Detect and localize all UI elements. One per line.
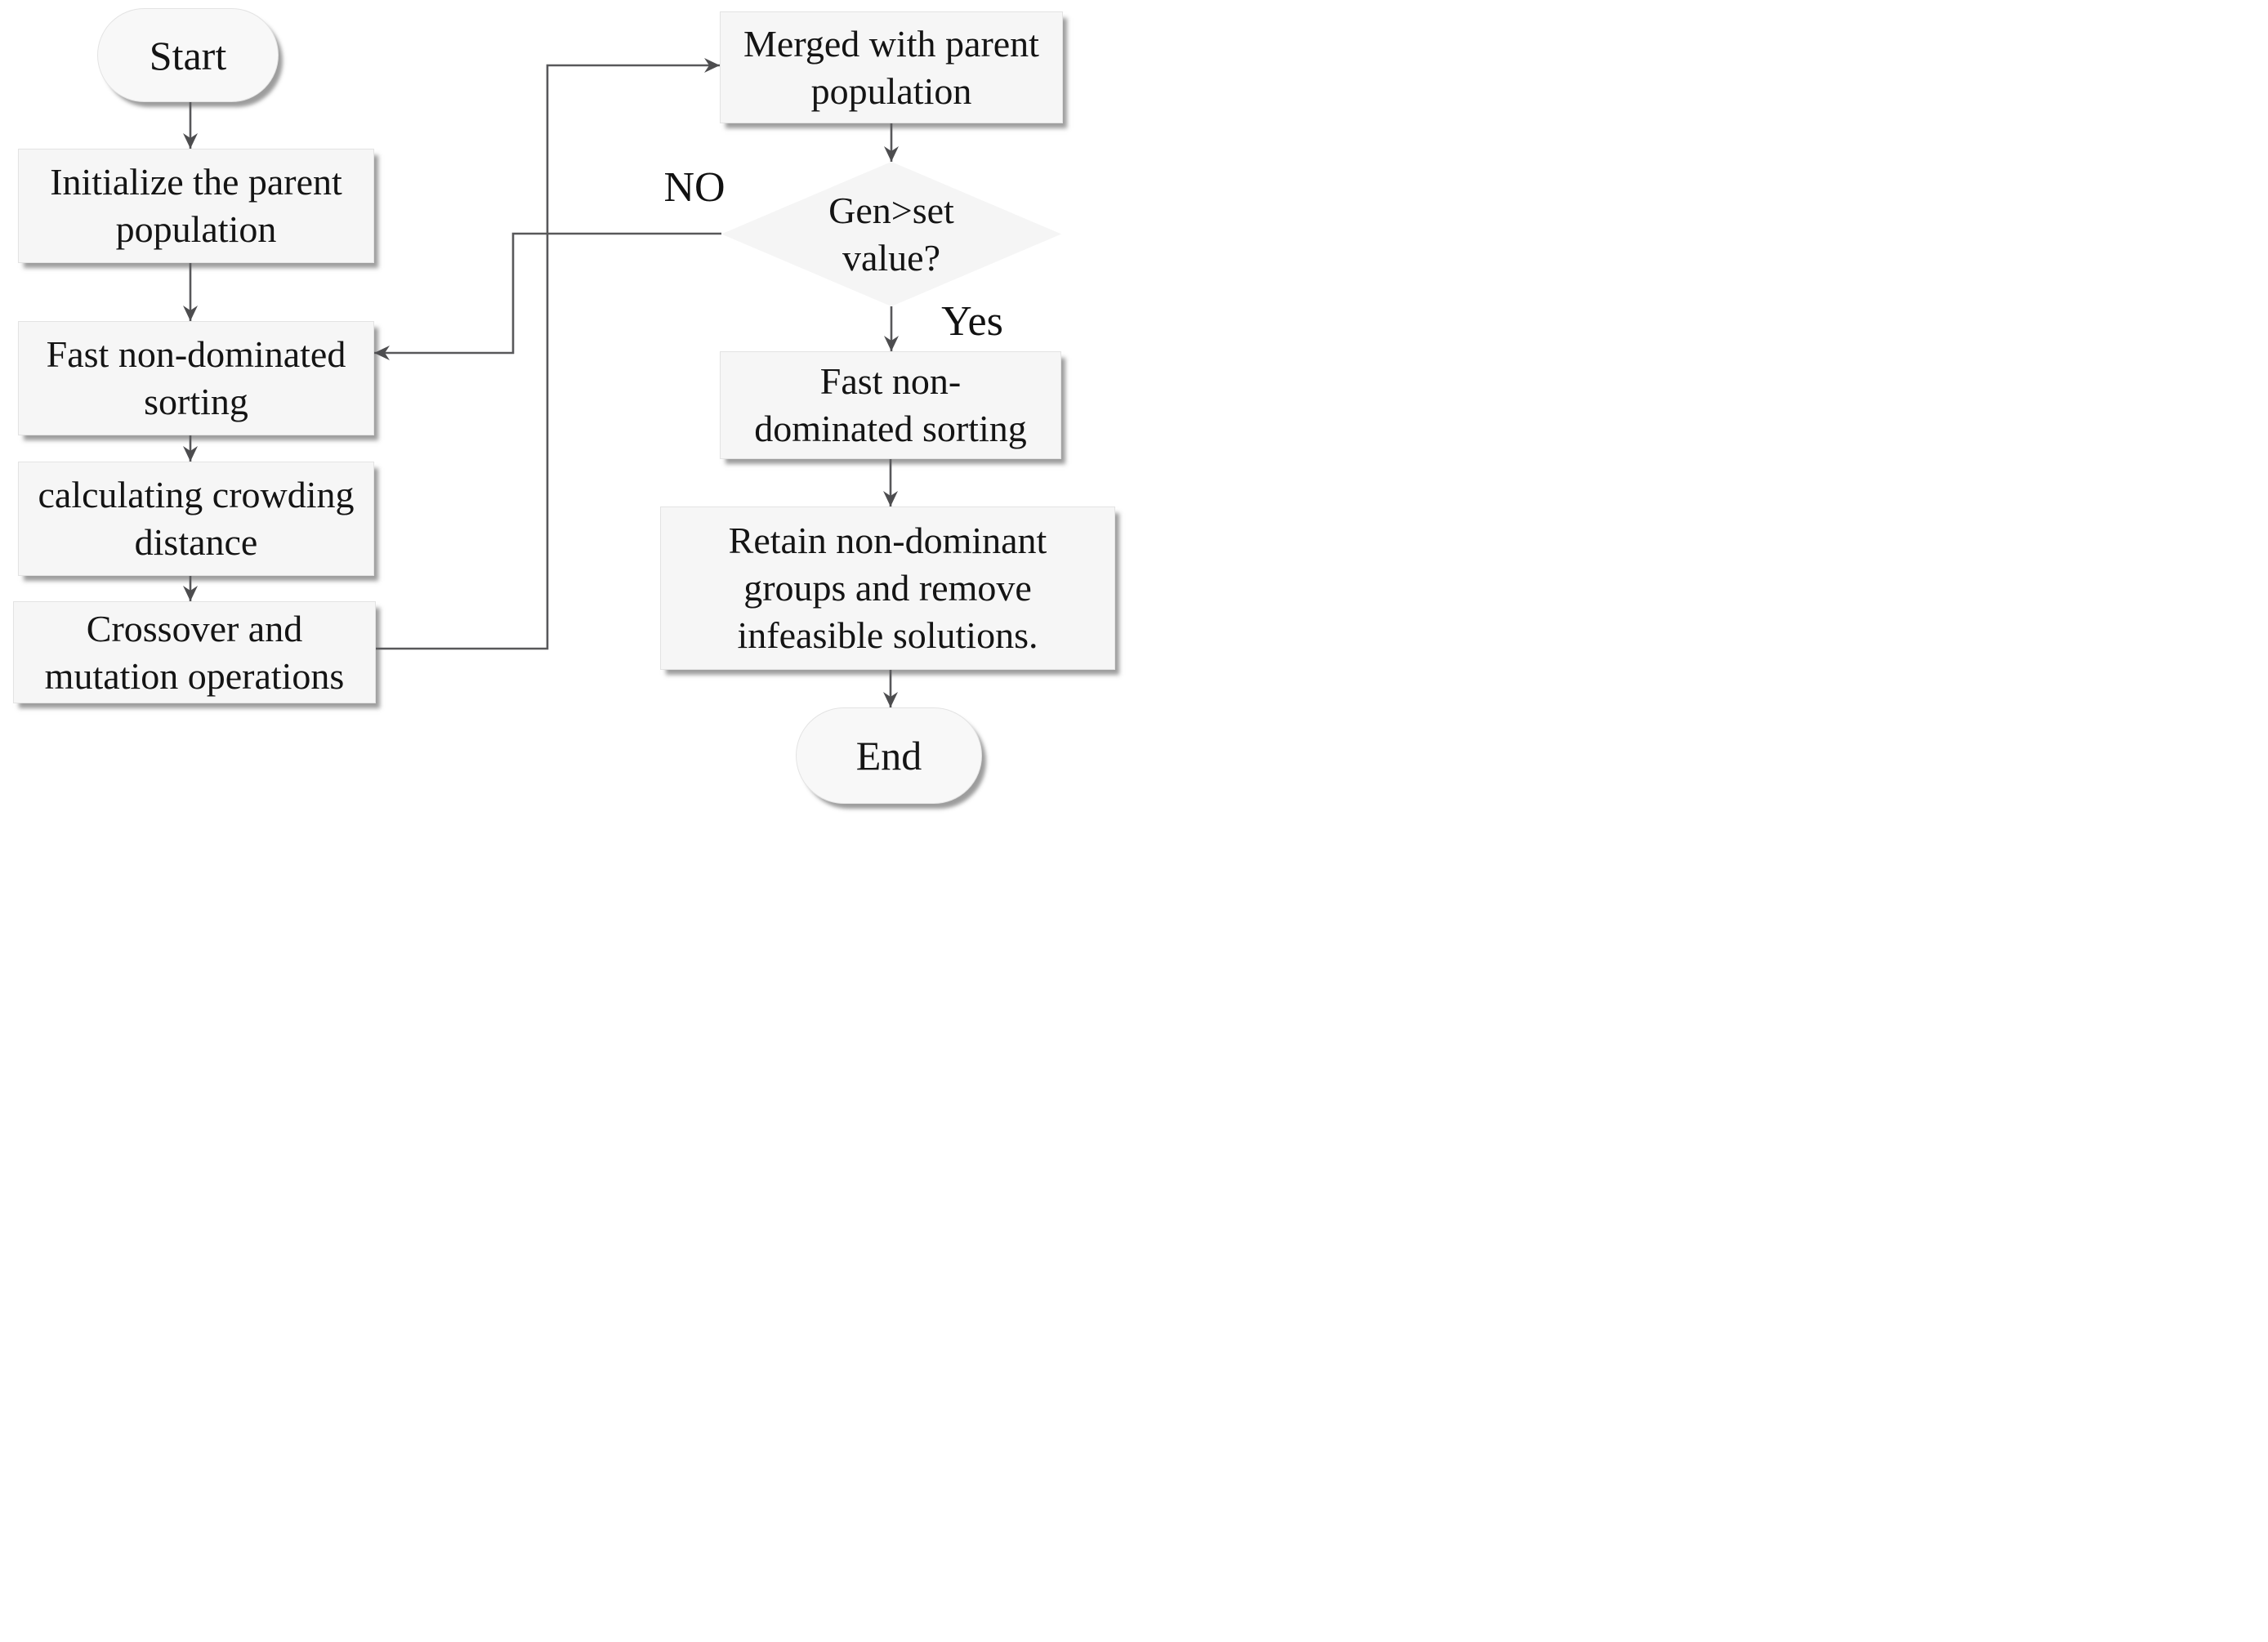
- fast-sort-right-node: Fast non- dominated sorting: [720, 351, 1061, 459]
- fast-sort-left-label: Fast non-dominated sorting: [46, 333, 346, 422]
- retain-node: Retain non-dominant groups and remove in…: [660, 506, 1115, 670]
- edge-label-yes: Yes: [941, 298, 1003, 345]
- initialize-label: Initialize the parent population: [50, 161, 342, 250]
- crossover-label: Crossover and mutation operations: [44, 607, 345, 697]
- initialize-node: Initialize the parent population: [18, 149, 374, 263]
- arrow-decision-no-to-fast-sort: [374, 232, 721, 360]
- edge-label-no: NO: [663, 164, 725, 211]
- crowding-node: calculating crowding distance: [18, 462, 374, 576]
- fast-sort-left-node: Fast non-dominated sorting: [18, 321, 374, 435]
- retain-label: Retain non-dominant groups and remove in…: [728, 520, 1047, 656]
- start-node: Start: [97, 8, 279, 102]
- decision-diamond: Gen>set value?: [721, 162, 1061, 306]
- merged-label: Merged with parent population: [743, 22, 1039, 112]
- decision-label: Gen>set value?: [828, 189, 954, 279]
- flowchart: Start Initialize the parent population F…: [0, 0, 1134, 821]
- end-node: End: [796, 707, 982, 804]
- start-label: Start: [149, 32, 227, 78]
- crossover-node: Crossover and mutation operations: [13, 601, 376, 703]
- merged-node: Merged with parent population: [720, 11, 1063, 123]
- fast-sort-right-label: Fast non- dominated sorting: [754, 360, 1027, 449]
- crowding-label: calculating crowding distance: [38, 474, 355, 563]
- end-label: End: [855, 733, 922, 779]
